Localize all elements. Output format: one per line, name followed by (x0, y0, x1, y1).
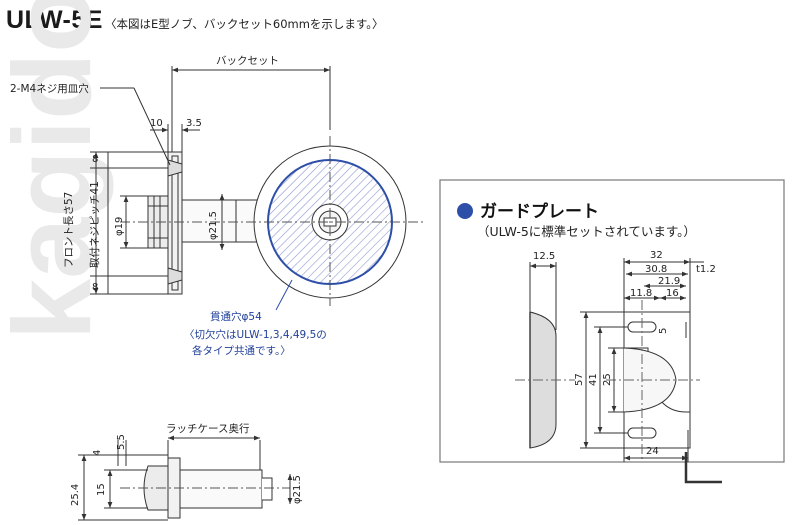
front-length-label: フロント長さ57 (63, 192, 75, 268)
gp-dim-25: 25 (602, 373, 613, 386)
through-hole-label: 貫通穴φ54 (210, 310, 262, 323)
cutout-note-1: 〈切欠穴はULW-1,3,4,49,5の (184, 328, 327, 341)
cutout-note-2: 各タイプ共通です。〉 (192, 344, 291, 357)
mount-pitch-label: 取付ネジピッチ41 (88, 181, 101, 268)
gp-dim-57: 57 (574, 373, 585, 386)
dim-4: 4 (92, 450, 103, 456)
dim-10: 10 (150, 118, 163, 129)
screw-hole-label: 2-M4ネジ用皿穴 (10, 82, 89, 95)
dim-8-bottom: 8 (92, 282, 98, 293)
phi21-5-label: φ21.5 (208, 211, 219, 240)
dim-8-top: 8 (92, 154, 98, 165)
bullet-icon (457, 203, 473, 219)
gp-dim-5: 5 (658, 328, 669, 334)
main-view (90, 66, 425, 311)
guard-plate-panel (439, 179, 785, 463)
figure-note: 〈本図はE型ノブ、バックセット60mmを示します。〉 (104, 17, 384, 31)
gp-dim-41: 41 (588, 373, 599, 386)
latch-depth-label: ラッチケース奥行 (166, 422, 250, 435)
gp-dim-24: 24 (646, 446, 659, 457)
gp-dim-16: 16 (666, 288, 679, 299)
guard-plate-title: ガードプレート (480, 201, 599, 222)
dim-25-4: 25.4 (70, 484, 81, 506)
gp-dim-11-8: 11.8 (630, 288, 652, 299)
dim-5-5: 5.5 (116, 434, 127, 450)
gp-dim-30-8: 30.8 (645, 264, 667, 275)
model-title: ULW-5E (6, 6, 103, 34)
side-view (78, 435, 293, 521)
guard-plate-note: （ULW-5に標準セットされています。） (477, 224, 696, 239)
header: ULW-5E 〈本図はE型ノブ、バックセット60mmを示します。〉 (6, 6, 384, 35)
gp-dim-32: 32 (650, 250, 663, 261)
gp-dim-21-9: 21.9 (658, 276, 680, 287)
phi19-label: φ19 (114, 217, 125, 236)
dim-3-5: 3.5 (186, 118, 202, 129)
gp-dim-t1-2: t1.2 (696, 264, 716, 275)
side-phi21-5: φ21.5 (292, 475, 303, 504)
gp-dim-12-5: 12.5 (533, 251, 555, 262)
guard-plate-drawing (515, 258, 722, 484)
dim-15: 15 (96, 483, 107, 496)
backset-label: バックセット (216, 55, 279, 67)
